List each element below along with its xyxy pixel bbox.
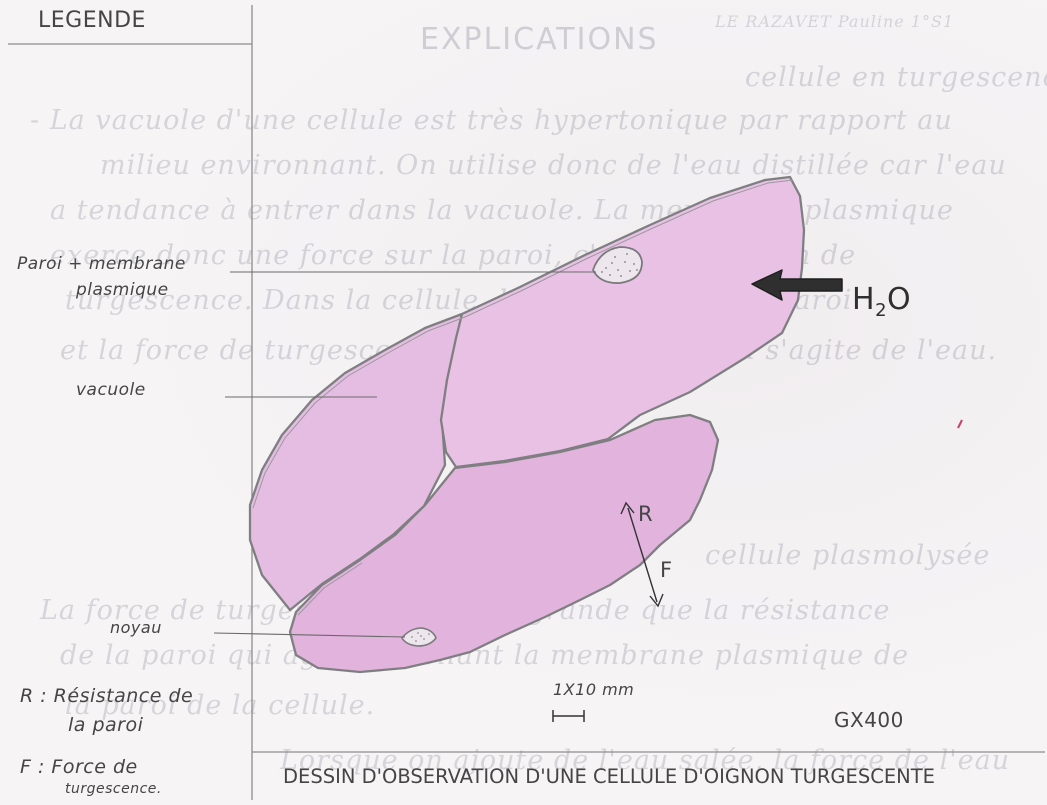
scale-label: 1X10 mm <box>553 680 634 699</box>
water-label-o: O <box>887 282 911 317</box>
key-r-line2: la paroi <box>68 714 143 736</box>
drawing-caption: DESSIN D'OBSERVATION D'UNE CELLULE D'OIG… <box>283 765 935 788</box>
key-f-line2: turgescence. <box>65 781 162 797</box>
upper-cell <box>441 177 804 467</box>
label-paroi-line2: plasmique <box>76 280 169 300</box>
arrow-label-r: R <box>638 502 653 526</box>
arrow-label-f: F <box>660 558 673 582</box>
label-noyau: noyau <box>110 618 162 637</box>
water-label: H2O <box>852 282 911 321</box>
magnification-label: GX400 <box>834 708 904 732</box>
key-r-line1: R : Résistance de <box>20 685 193 707</box>
legend-header: LEGENDE <box>38 8 146 33</box>
label-paroi-line1: Paroi + membrane <box>17 254 186 274</box>
water-label-subscript: 2 <box>875 300 887 321</box>
stray-mark <box>958 420 962 428</box>
scale-bar <box>553 710 584 722</box>
label-vacuole: vacuole <box>76 380 146 400</box>
key-f-line1: F : Force de <box>20 756 138 778</box>
water-label-h: H <box>852 282 875 317</box>
